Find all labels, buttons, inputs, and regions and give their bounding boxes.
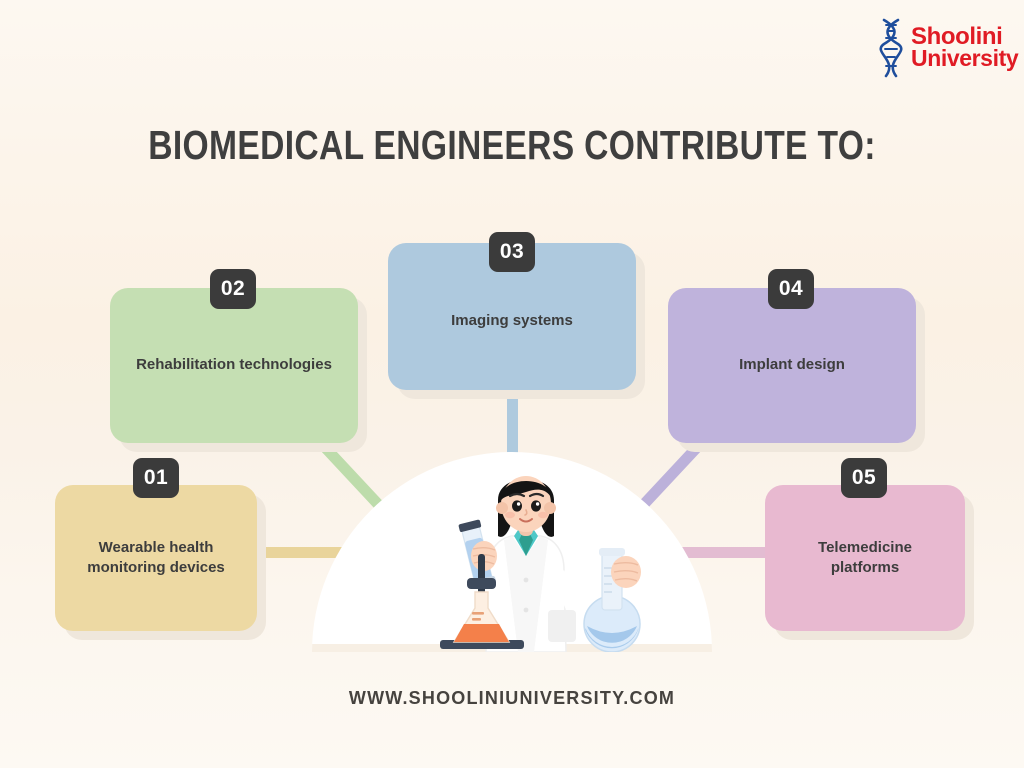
connector-line-03 [507, 380, 518, 470]
card-badge-01: 01 [133, 458, 179, 498]
logo-line-1: Shoolini [911, 22, 1003, 50]
shoolini-university-logo: Shoolini University [878, 16, 1019, 80]
page-title: BIOMEDICAL ENGINEERS CONTRIBUTE TO: [148, 122, 876, 168]
card-label-04: Implant design [739, 356, 845, 374]
connector-line-01 [238, 547, 373, 558]
logo-line-2: University [911, 45, 1019, 72]
scientist-illustration [312, 452, 712, 652]
card-telemedicine-platforms[interactable]: Telemedicine platforms [765, 485, 965, 631]
card-imaging-systems[interactable]: Imaging systems [388, 243, 636, 390]
card-label-03: Imaging systems [451, 312, 573, 329]
card-label-05: Telemedicine platforms [818, 538, 912, 576]
card-badge-05: 05 [841, 458, 887, 498]
connector-line-05 [648, 547, 778, 558]
card-badge-04: 04 [768, 269, 814, 309]
card-implant-design[interactable]: Implant design [668, 288, 916, 443]
card-label-02: Rehabilitation technologies [136, 356, 332, 374]
card-wearable-health-monitoring-devices[interactable]: Wearable health monitoring devices [55, 485, 257, 631]
card-rehabilitation-technologies[interactable]: Rehabilitation technologies [110, 288, 358, 443]
card-badge-02: 02 [210, 269, 256, 309]
logo-wordmark: Shoolini University [911, 22, 1019, 72]
dna-helix-icon [879, 18, 903, 78]
card-label-01: Wearable health monitoring devices [87, 538, 225, 576]
card-badge-03: 03 [489, 232, 535, 272]
website-url[interactable]: WWW.SHOOLINIUNIVERSITY.COM [348, 688, 676, 708]
